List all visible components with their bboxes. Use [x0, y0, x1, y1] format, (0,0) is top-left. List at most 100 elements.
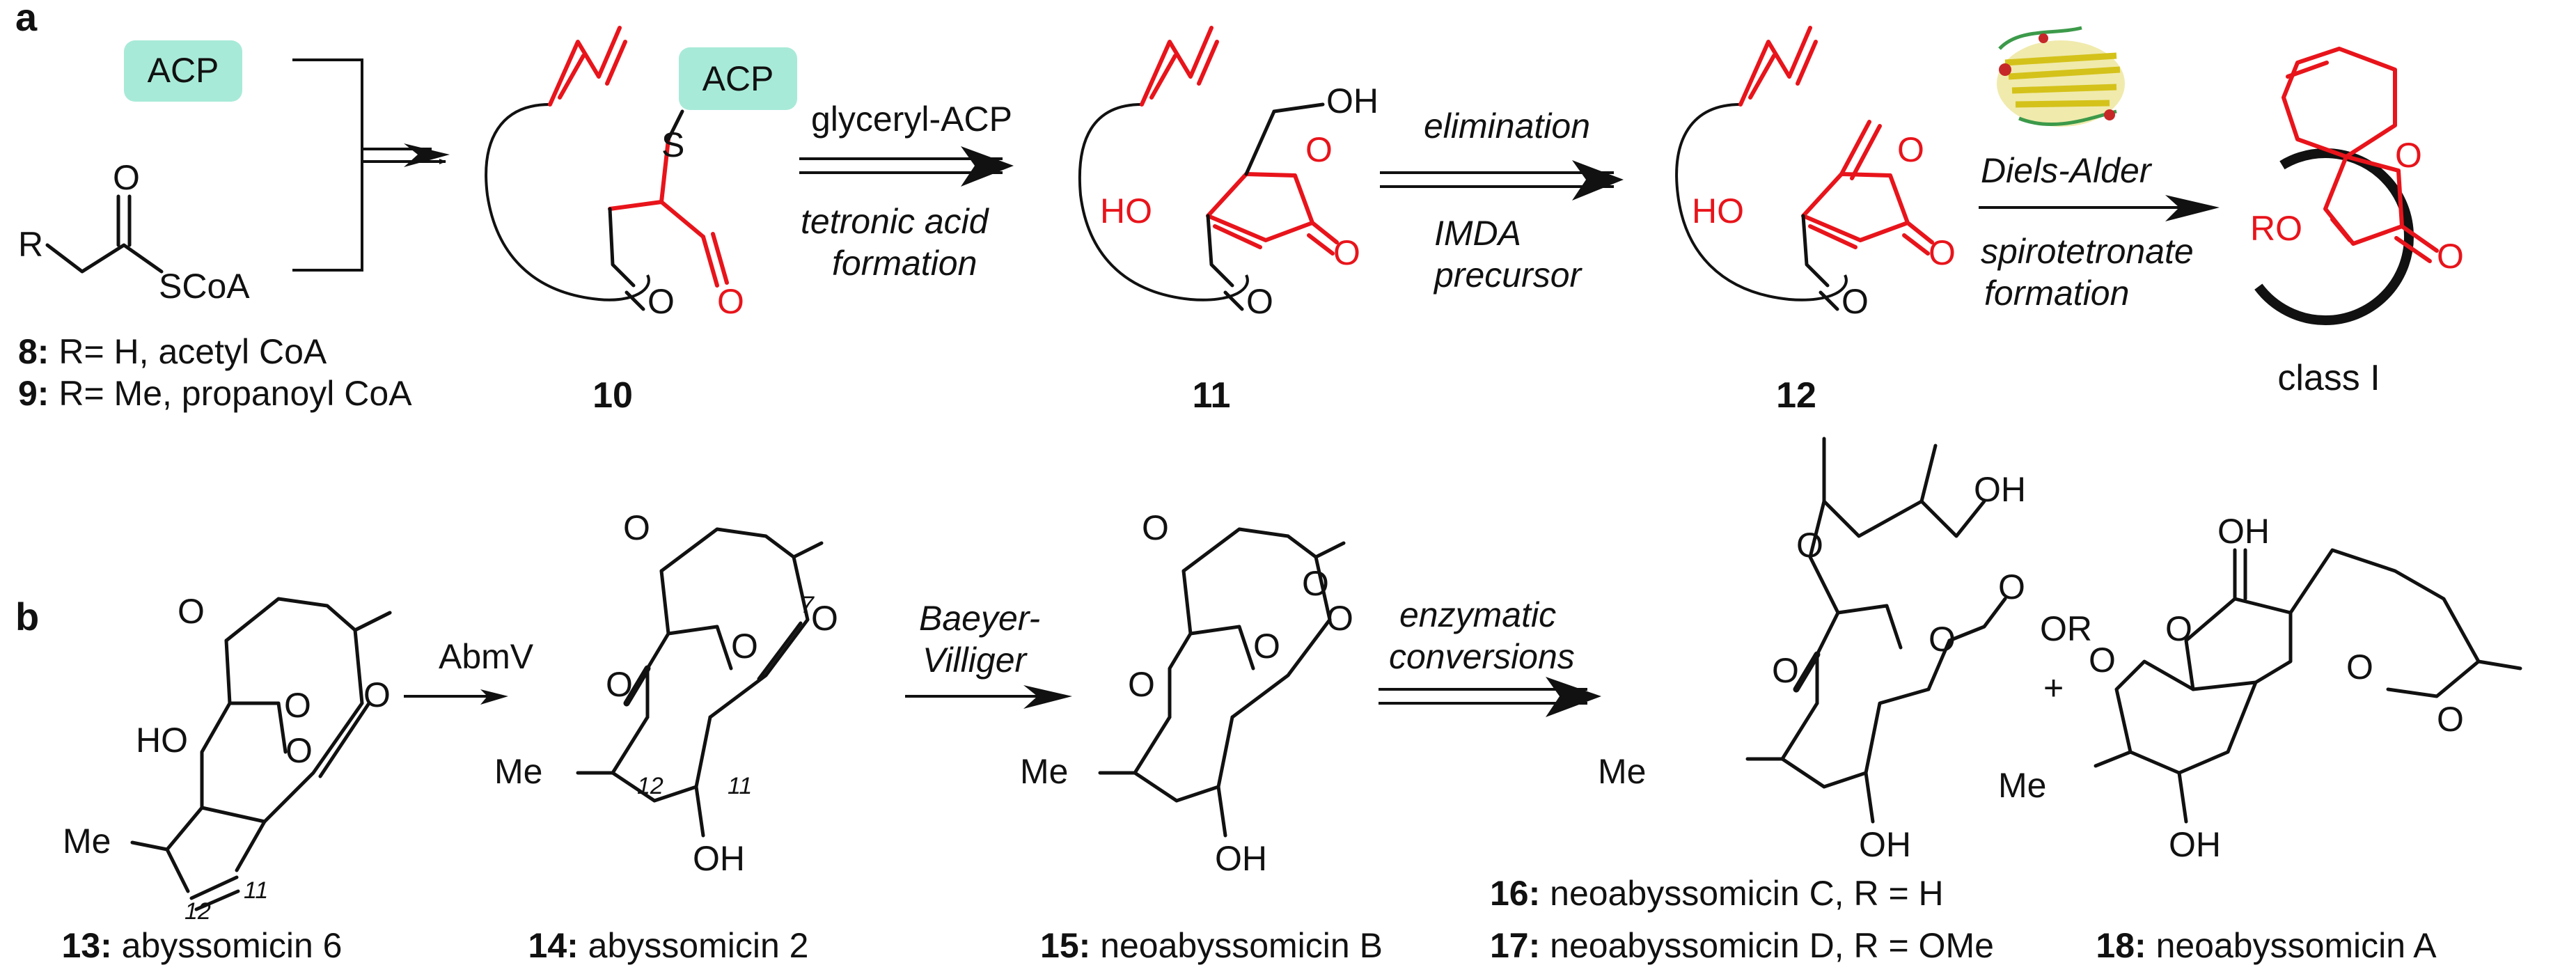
svg-text:ACP: ACP — [148, 51, 219, 90]
c16-ketone-o: O — [1796, 526, 1823, 565]
c14-num-7: 7 — [801, 592, 815, 618]
c14-ketone-o2: O — [811, 599, 838, 638]
compound-13-structure: O O HO O O Me 12 11 — [63, 592, 392, 925]
acp-box-2 — [679, 47, 797, 110]
c14-label: 14: abyssomicin 2 — [528, 926, 809, 965]
c14-num-12: 12 — [637, 773, 663, 799]
c16-ester-o: O — [1998, 567, 2025, 606]
hydroxymethyl-oh-label: OH — [1326, 81, 1379, 120]
c13-lactone-o: O — [284, 686, 311, 725]
c16-ether-o: O — [1772, 651, 1799, 690]
compound-18-structure: OH O O O O Me OH — [1998, 512, 2522, 864]
label-11: 11 — [1193, 375, 1231, 416]
ketone-o-12: O — [1841, 282, 1869, 321]
c15-label: 15: neoabyssomicin B — [1040, 926, 1383, 965]
compound-14-structure: O O O O Me OH 7 12 11 — [494, 508, 838, 878]
enol-ho-12: HO — [1692, 191, 1744, 230]
c18-label: 18: neoabyssomicin A — [2096, 926, 2437, 965]
c18-lactone-o1: O — [2165, 609, 2192, 648]
arrow1-top-label: glyceryl-ACP — [811, 100, 1012, 139]
arrow-abmv-label: AbmV — [439, 637, 534, 676]
compound-16-17-structure: O O O OH O OR Me OH — [1598, 437, 2092, 864]
c15-ketone-o: O — [1142, 508, 1169, 547]
compound-11-structure: OH HO O O O — [1078, 26, 1379, 321]
arrow-enz-label-2: conversions — [1389, 637, 1575, 676]
label-12: 12 — [1776, 375, 1816, 416]
acyl-coa-structure: R O SCoA — [18, 158, 250, 306]
c17-label: 17: neoabyssomicin D, R = OMe — [1490, 926, 1994, 965]
spiro-ring-o: O — [2395, 136, 2422, 175]
protein-cartoon-icon — [1997, 26, 2125, 127]
acp-box-2-label: ACP — [702, 59, 774, 98]
c15-ring-o: O — [1302, 564, 1329, 603]
c15-ether-o: O — [1128, 665, 1155, 704]
merge-bracket — [292, 58, 450, 272]
carbonyl-o-label: O — [113, 158, 140, 197]
arrow-baeyer-villiger: Baeyer- Villiger — [905, 599, 1072, 709]
label-10: 10 — [592, 375, 633, 416]
arrow3-bottom-label-1: spirotetronate — [1981, 232, 2194, 271]
c13-ketone-o2: O — [363, 675, 391, 714]
c13-num-12: 12 — [184, 898, 211, 925]
ketone-o-11: O — [1246, 282, 1273, 321]
lactone-o-11: O — [1333, 233, 1360, 272]
panel-a-letter: a — [15, 0, 38, 39]
c16-or: OR — [2040, 609, 2092, 648]
c16-side-oh: OH — [1974, 470, 2026, 509]
c14-ketone-o1: O — [623, 508, 650, 547]
c16-oh: OH — [1859, 825, 1911, 864]
c18-ester-o: O — [2437, 700, 2464, 739]
plus-sign: + — [2043, 668, 2064, 707]
compound-12-structure: HO O O O — [1675, 26, 1956, 321]
arrow-elimination: elimination IMDA precursor — [1380, 107, 1624, 295]
c18-oh: OH — [2169, 825, 2221, 864]
label-class-i: class I — [2277, 358, 2380, 398]
carbonyl-o-10: O — [717, 282, 744, 321]
c15-me: Me — [1020, 752, 1068, 791]
c13-ho: HO — [136, 721, 188, 760]
c16-label: 16: neoabyssomicin C, R = H — [1490, 874, 1944, 913]
c13-me: Me — [63, 822, 111, 861]
class-i-structure: RO O O — [2237, 47, 2464, 325]
arrow-diels-alder: Diels-Alder spirotetronate formation — [1979, 151, 2220, 313]
c18-oh-top: OH — [2217, 512, 2270, 551]
arrow-abmv: AbmV — [404, 637, 534, 705]
c14-oh: OH — [693, 839, 745, 878]
arrow2-bottom-label-2: precursor — [1433, 256, 1583, 295]
arrow-enz-label-1: enzymatic — [1399, 595, 1556, 634]
thioester-s-label: S — [661, 125, 684, 164]
panel-b-letter: b — [15, 595, 39, 638]
c16-me: Me — [1598, 752, 1646, 791]
r-group-label: R — [18, 225, 43, 264]
c13-ketone-o1: O — [178, 592, 205, 631]
arrow-bv-label-2: Villiger — [922, 641, 1028, 680]
arrow-bv-label-1: Baeyer- — [919, 599, 1040, 638]
c18-me: Me — [1998, 766, 2046, 805]
lactone-o-12: O — [1929, 233, 1956, 272]
c13-label: 13: abyssomicin 6 — [62, 926, 343, 965]
c14-lactone-o: O — [731, 627, 758, 666]
arrow1-bottom-label-2: formation — [832, 244, 977, 283]
arrow2-bottom-label-1: IMDA — [1434, 214, 1521, 253]
acp-box-1: ACP — [124, 40, 242, 102]
c13-ring-o: O — [285, 731, 313, 770]
arrow1-bottom-label-1: tetronic acid — [801, 202, 990, 241]
enol-ho-11: HO — [1100, 191, 1152, 230]
ring-o-12: O — [1897, 130, 1924, 169]
compound-8-label: 8: R= H, acetyl CoA — [18, 332, 327, 371]
c18-bridge-o: O — [2089, 641, 2116, 680]
arrow3-bottom-label-2: formation — [1984, 274, 2129, 313]
c14-ether-o: O — [606, 665, 633, 704]
c14-me: Me — [494, 752, 542, 791]
c15-ester-o: O — [1326, 599, 1353, 638]
spiro-lactone-o: O — [2437, 237, 2464, 276]
ro-label: RO — [2250, 209, 2302, 248]
scoa-label: SCoA — [159, 267, 250, 306]
arrow3-top-label: Diels-Alder — [1981, 151, 2153, 190]
compound-9-label: 9: R= Me, propanoyl CoA — [18, 374, 412, 413]
ketone-o-10: O — [647, 282, 675, 321]
arrow-enzymatic: enzymatic conversions — [1379, 595, 1601, 717]
c13-num-11: 11 — [244, 877, 268, 904]
c18-lactone-o2: O — [2346, 648, 2373, 687]
